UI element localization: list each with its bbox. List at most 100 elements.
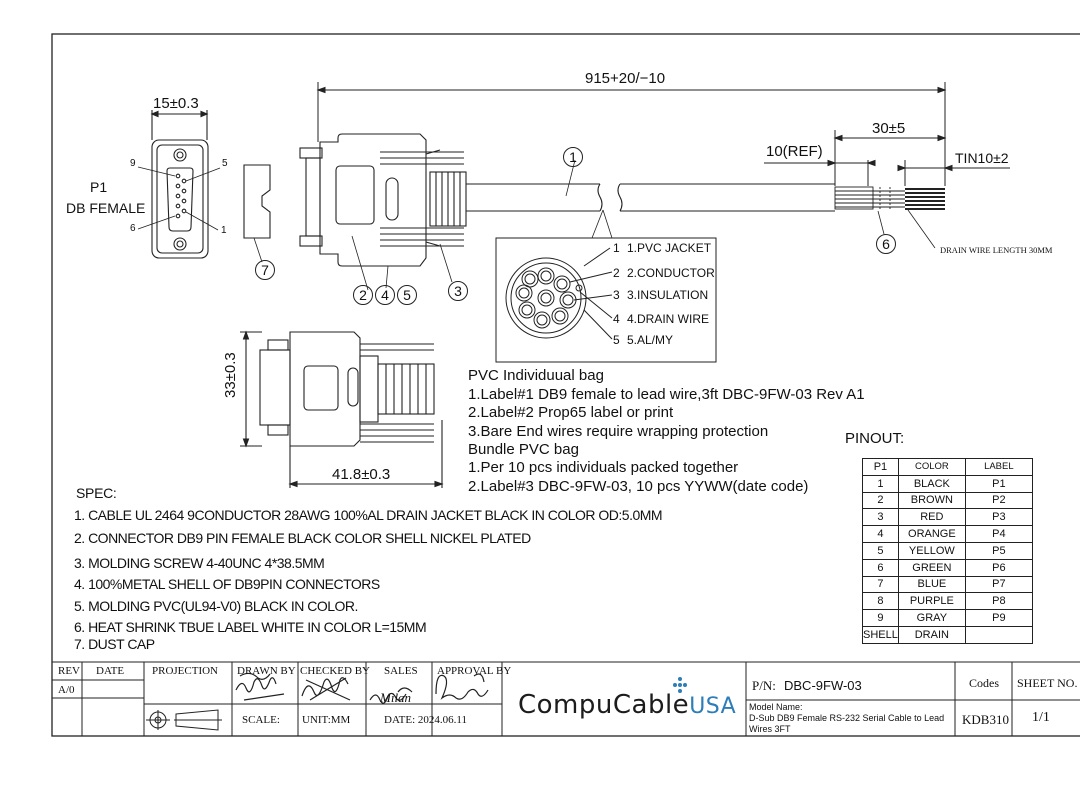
side-length-dim: 41.8±0.3 bbox=[332, 466, 391, 483]
date-value: DATE: 2024.06.11 bbox=[384, 714, 468, 726]
color-cell: BLACK bbox=[897, 474, 966, 493]
callout-4: 4 bbox=[375, 285, 395, 305]
spec-item-5: 5. MOLDING PVC(UL94-V0) BLACK IN COLOR. bbox=[74, 598, 358, 614]
sheet-value: 1/1 bbox=[1032, 710, 1050, 725]
pin-cell: 3 bbox=[862, 508, 899, 527]
label-cell: P6 bbox=[964, 558, 1033, 577]
rev-label: REV bbox=[58, 665, 80, 677]
label-cell: P7 bbox=[964, 575, 1033, 594]
label-cell: P8 bbox=[964, 592, 1033, 611]
connector-side-view bbox=[240, 330, 444, 488]
pinout-header-row: P1 COLOR LABEL bbox=[862, 458, 1033, 476]
pinout-header-label: LABEL bbox=[964, 458, 1033, 476]
color-cell: RED bbox=[897, 508, 966, 527]
cross-section-label-3: 3.INSULATION bbox=[627, 288, 709, 302]
cross-section-label-5: 5.AL/MY bbox=[627, 333, 674, 347]
pin-cell: 6 bbox=[862, 558, 899, 577]
spec-item-3: 3. MOLDING SCREW 4-40UNC 4*38.5MM bbox=[74, 555, 325, 571]
connector-label-p1: P1 bbox=[90, 179, 108, 195]
packaging-note-6: 1.Per 10 pcs individuals packed together bbox=[468, 459, 739, 476]
callout-1: 1 bbox=[563, 147, 583, 167]
model-name-label: Model Name: bbox=[749, 702, 803, 712]
packaging-note-3: 2.Label#2 Prop65 label or print bbox=[468, 404, 674, 421]
pn-value: DBC-9FW-03 bbox=[784, 678, 862, 693]
codes-label: Codes bbox=[969, 676, 999, 690]
color-cell: DRAIN bbox=[897, 625, 966, 644]
pn-label: P/N: bbox=[752, 678, 776, 693]
strip-length-dim: 30±5 bbox=[872, 120, 906, 137]
pin-number-1: 1 bbox=[221, 225, 227, 236]
packaging-note-7: 2.Label#3 DBC-9FW-03, 10 pcs YYWW(date c… bbox=[468, 478, 809, 495]
cross-section-label-4: 4.DRAIN WIRE bbox=[627, 312, 710, 326]
spec-title: SPEC: bbox=[76, 485, 117, 501]
brand-dots-icon bbox=[673, 677, 687, 693]
pinout-header-p1: P1 bbox=[862, 458, 899, 476]
model-name-value: D-Sub DB9 Female RS-232 Serial Cable to … bbox=[749, 713, 945, 734]
packaging-note-4: 3.Bare End wires require wrapping protec… bbox=[468, 423, 769, 440]
cable-length-dim: 915+20/−10 bbox=[585, 70, 666, 87]
packaging-note-5: Bundle PVC bag bbox=[468, 441, 579, 458]
cross-section-num-1: 1 bbox=[613, 241, 620, 255]
connector-label-type: DB FEMALE bbox=[66, 200, 146, 216]
projection-label: PROJECTION bbox=[152, 665, 219, 677]
pin-cell: 1 bbox=[862, 474, 899, 493]
cross-section-num-5: 5 bbox=[613, 333, 620, 347]
cross-section-detail bbox=[495, 209, 717, 363]
cross-section-label-2: 2.CONDUCTOR bbox=[627, 266, 715, 280]
color-cell: GRAY bbox=[897, 609, 966, 627]
stripped-wires bbox=[834, 186, 945, 249]
brand-accent: USA bbox=[689, 694, 737, 719]
callout-3: 3 bbox=[448, 281, 468, 301]
cross-section-num-3: 3 bbox=[613, 288, 620, 302]
packaging-note-1: PVC Individuual bag bbox=[468, 367, 604, 384]
pinout-title: PINOUT: bbox=[845, 430, 905, 447]
pin-cell: 8 bbox=[862, 592, 899, 611]
label-cell: P2 bbox=[964, 491, 1033, 510]
color-cell: GREEN bbox=[897, 558, 966, 577]
color-cell: BLUE bbox=[897, 575, 966, 594]
cross-section-num-2: 2 bbox=[613, 266, 620, 280]
pin-number-5: 5 bbox=[222, 158, 228, 169]
handwritten-signatures bbox=[235, 672, 489, 704]
pinout-header-color: COLOR bbox=[897, 458, 966, 476]
approval-by-label: APPROVAL BY bbox=[437, 665, 512, 677]
sheet-label: SHEET NO. bbox=[1017, 676, 1078, 690]
spec-item-2: 2. CONNECTOR DB9 PIN FEMALE BLACK COLOR … bbox=[74, 530, 531, 546]
pin-cell: 5 bbox=[862, 541, 899, 560]
date-label: DATE bbox=[96, 665, 125, 677]
spec-item-7: 7. DUST CAP bbox=[74, 636, 155, 652]
cross-section-label-1: 1.PVC JACKET bbox=[627, 241, 712, 255]
color-cell: BROWN bbox=[897, 491, 966, 510]
pin-cell: SHELL bbox=[862, 625, 899, 644]
connector-width-dim: 15±0.3 bbox=[153, 95, 199, 112]
spec-item-6: 6. HEAT SHRINK TBUE LABEL WHITE IN COLOR… bbox=[74, 619, 427, 635]
unit-label: UNIT:MM bbox=[302, 714, 351, 726]
color-cell: YELLOW bbox=[897, 541, 966, 560]
label-cell: P3 bbox=[964, 508, 1033, 527]
cross-section-num-4: 4 bbox=[613, 312, 620, 326]
callout-6: 6 bbox=[876, 234, 896, 254]
color-cell: ORANGE bbox=[897, 525, 966, 543]
pin-cell: 2 bbox=[862, 491, 899, 510]
codes-value: KDB310 bbox=[962, 712, 1009, 727]
pin-cell: 4 bbox=[862, 525, 899, 543]
connector-top-view bbox=[299, 133, 835, 291]
side-height-dim: 33±0.3 bbox=[222, 352, 239, 398]
packaging-note-2: 1.Label#1 DB9 female to lead wire,3ft DB… bbox=[468, 386, 865, 403]
label-cell bbox=[964, 625, 1033, 644]
brand-logo: CompuCableUSA bbox=[518, 690, 736, 720]
drain-wire-note: DRAIN WIRE LENGTH 30MM bbox=[940, 245, 1053, 255]
pin-cell: 9 bbox=[862, 609, 899, 627]
sales-signature: Milan bbox=[380, 690, 412, 705]
